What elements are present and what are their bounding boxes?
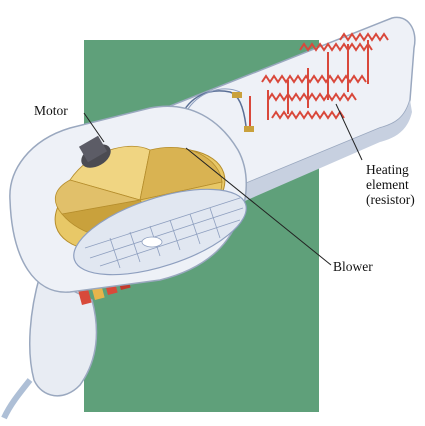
motor-label: Motor: [34, 103, 68, 118]
power-cord-icon: [4, 380, 30, 418]
heating-label-line1: Heating: [366, 162, 415, 177]
blower-label: Blower: [333, 259, 373, 274]
heating-label-line2: element: [366, 177, 415, 192]
terminal2-icon: [244, 126, 254, 132]
heating-element-label: Heating element (resistor): [366, 162, 415, 207]
heating-label-line3: (resistor): [366, 192, 415, 207]
terminal-icon: [232, 92, 242, 98]
